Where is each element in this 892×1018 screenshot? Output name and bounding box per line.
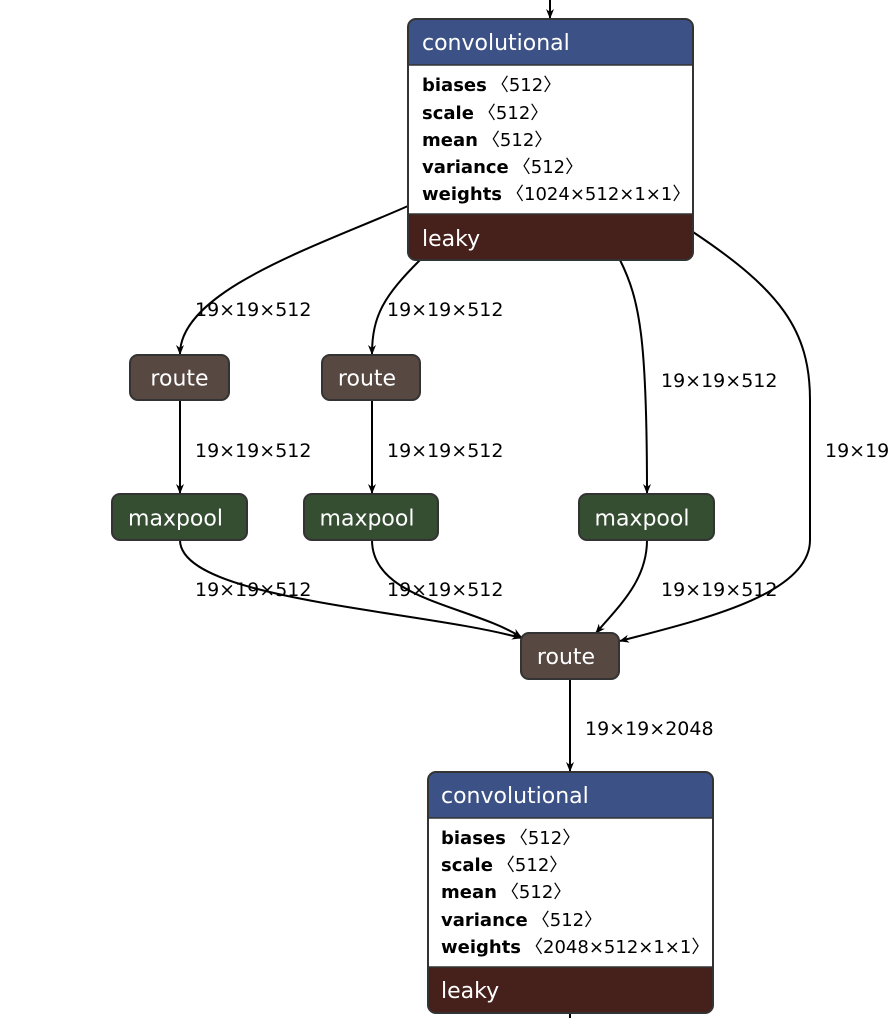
route-node-a[interactable]: route	[129, 354, 230, 401]
edge-conv1-to-route-b	[368, 259, 421, 355]
edge-labels: 19×19×512 19×19×512 19×19×512 19×19×512 …	[195, 299, 892, 740]
node-title: convolutional	[441, 784, 589, 809]
route-node-merge[interactable]: route	[520, 632, 620, 680]
attr-biases: biases 〈512〉	[422, 75, 561, 96]
node-title: maxpool	[320, 507, 415, 532]
edge-label: 19×19×512	[661, 370, 777, 392]
edge-label: 19×19×512	[195, 440, 311, 462]
attr-mean: mean 〈512〉	[441, 882, 571, 903]
maxpool-node-a[interactable]: maxpool	[111, 493, 248, 541]
edge-conv1-to-route-a	[176, 205, 409, 355]
edge-label: 19×19×512	[661, 579, 777, 601]
node-title: route	[150, 367, 208, 392]
attr-biases: biases 〈512〉	[441, 828, 580, 849]
attr-mean: mean 〈512〉	[422, 130, 552, 151]
edge-maxpool-c-to-route-merge	[595, 539, 648, 634]
edge-label: 19×19×512	[195, 579, 311, 601]
convolutional-node-1[interactable]: convolutional biases 〈512〉 scale 〈512〉 m…	[407, 18, 694, 261]
activation-footer	[428, 967, 713, 1013]
edge-label: 19×19×512	[195, 299, 311, 321]
activation-footer	[408, 214, 693, 260]
edge-label: 19×19×512	[825, 440, 892, 462]
edge-label: 19×19×512	[387, 579, 503, 601]
edge-label: 19×19×512	[387, 440, 503, 462]
attr-weights: weights 〈2048×512×1×1〉	[441, 937, 709, 958]
node-title: maxpool	[595, 507, 690, 532]
convolutional-node-2[interactable]: convolutional biases 〈512〉 scale 〈512〉 m…	[427, 771, 714, 1014]
node-title: maxpool	[128, 507, 223, 532]
attr-scale: scale 〈512〉	[422, 103, 548, 124]
node-title: route	[537, 645, 595, 670]
activation-label: leaky	[441, 979, 499, 1004]
route-node-b[interactable]: route	[321, 354, 421, 401]
convolutional-header	[428, 772, 713, 818]
attr-weights: weights 〈1024×512×1×1〉	[422, 184, 690, 205]
edge-label: 19×19×2048	[585, 718, 714, 740]
activation-label: leaky	[422, 227, 480, 252]
edges	[176, 0, 811, 1018]
maxpool-node-c[interactable]: maxpool	[578, 493, 715, 541]
edge-maxpool-b-to-route-merge	[371, 539, 522, 638]
attr-variance: variance 〈512〉	[422, 157, 583, 178]
node-title: convolutional	[422, 31, 570, 56]
edge-conv1-to-route-merge	[619, 231, 811, 643]
maxpool-node-b[interactable]: maxpool	[303, 493, 439, 541]
attr-scale: scale 〈512〉	[441, 855, 567, 876]
edge-label: 19×19×512	[387, 299, 503, 321]
attr-variance: variance 〈512〉	[441, 910, 602, 931]
edge-maxpool-a-to-route-merge	[179, 539, 522, 640]
node-title: route	[338, 367, 396, 392]
convolutional-header	[408, 19, 693, 65]
edge-conv1-to-maxpool-c	[619, 259, 651, 494]
